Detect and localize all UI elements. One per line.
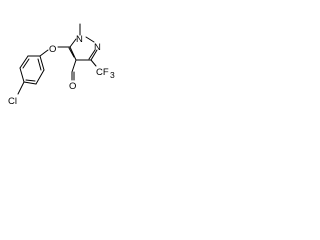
- atom-cl-label: Cl: [8, 96, 17, 107]
- atom-n1-label: N: [76, 34, 83, 45]
- ring-double-bond-b: [25, 79, 36, 82]
- atom-cf3-label: CF: [96, 67, 109, 78]
- structure-drawing: N N O O Cl CF 3: [8, 23, 115, 107]
- molecule-canvas: N N O O Cl CF 3: [0, 0, 128, 112]
- ring-double-bond-a: [22, 58, 30, 69]
- ring-bond-4: [23, 81, 37, 85]
- n2-c3-bond: [90, 49, 98, 61]
- atom-cf3-subscript: 3: [110, 70, 115, 80]
- c3-cf3-bond: [90, 59, 97, 67]
- aryl-cl-bond: [17, 81, 25, 95]
- ring-bond-5: [35, 69, 45, 85]
- c4-c5-double-bond: [68, 47, 75, 58]
- o-aryl-bond: [39, 49, 49, 57]
- c4-cho-bond: [71, 59, 77, 73]
- n1-n2-bond: [85, 36, 95, 43]
- ring-bond-2: [19, 55, 29, 69]
- c5-n1-bond: [69, 38, 77, 48]
- atom-o-ether-label: O: [49, 44, 56, 55]
- n2-c3-double-bond: [88, 49, 96, 60]
- c4-c5-bond: [69, 46, 77, 61]
- atom-o-aldehyde-label: O: [69, 81, 76, 92]
- ring-double-bond-c: [37, 58, 42, 71]
- atom-n2-label: N: [94, 42, 101, 53]
- ring-bond-6: [39, 55, 45, 71]
- ring-bond-3: [19, 67, 25, 83]
